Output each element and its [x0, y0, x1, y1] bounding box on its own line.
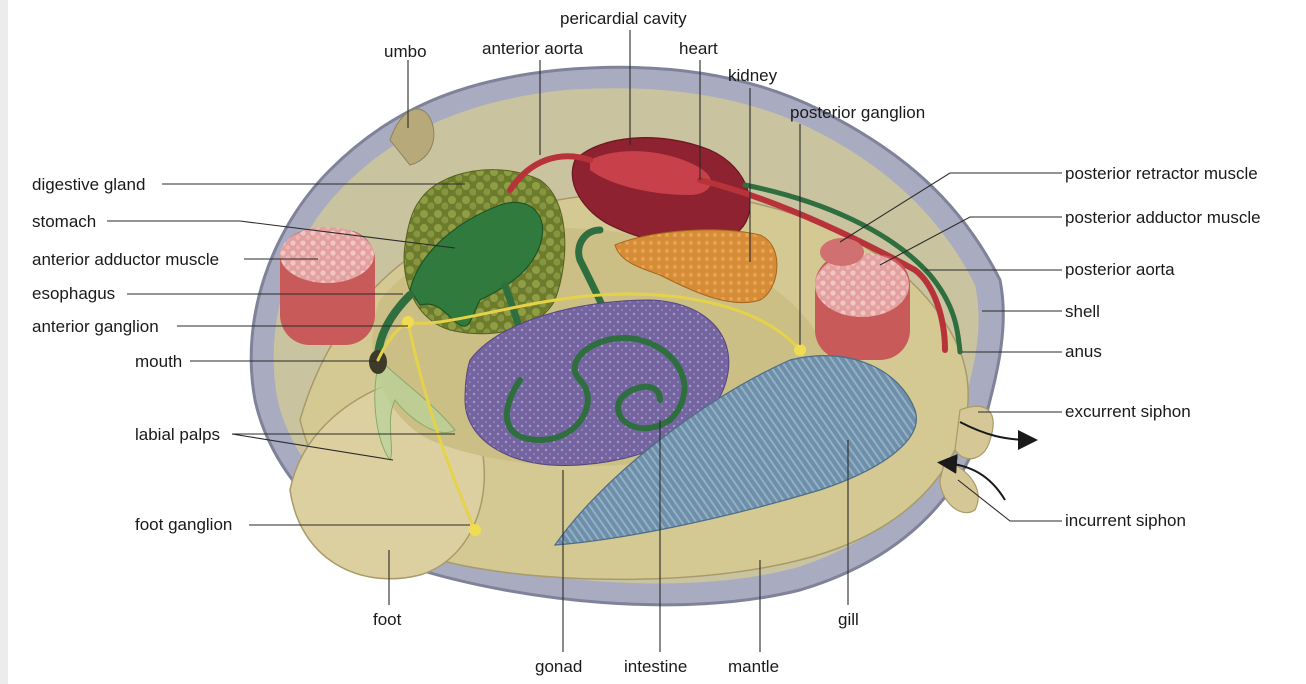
kidney-shape	[614, 229, 778, 304]
label-intestine: intestine	[624, 657, 688, 676]
label-posterior-ganglion: posterior ganglion	[790, 103, 926, 122]
gill-shape	[553, 355, 917, 546]
label-shell: shell	[1065, 302, 1100, 321]
posterior-ganglion-node	[794, 344, 806, 356]
label-heart: heart	[679, 39, 718, 58]
label-excurrent-siphon: excurrent siphon	[1065, 402, 1191, 421]
posterior-retractor-muscle-shape	[820, 238, 864, 266]
label-mouth: mouth	[135, 352, 183, 371]
label-anus: anus	[1065, 342, 1102, 361]
stomach-shape	[409, 201, 544, 327]
anterior-ganglion-node	[402, 316, 414, 328]
mouth-shape	[369, 350, 387, 374]
label-mantle: mantle	[728, 657, 780, 676]
label-posterior-adductor-muscle: posterior adductor muscle	[1065, 208, 1261, 227]
intestine-loops	[504, 335, 688, 444]
rectum-tube	[742, 182, 963, 355]
label-anterior-aorta: anterior aorta	[482, 39, 584, 58]
posterior-adductor-muscle-shape	[815, 253, 910, 360]
foot-ganglion-node	[469, 524, 481, 536]
incurrent-flow-arrow	[937, 453, 1006, 501]
anterior-aorta-vessel	[507, 153, 593, 193]
label-incurrent-siphon: incurrent siphon	[1065, 511, 1186, 530]
label-anterior-ganglion: anterior ganglion	[32, 317, 159, 336]
label-umbo: umbo	[384, 42, 427, 61]
label-digestive-gland: digestive gland	[32, 175, 146, 194]
label-esophagus: esophagus	[32, 284, 116, 303]
label-kidney: kidney	[728, 66, 778, 85]
label-foot-ganglion: foot ganglion	[135, 515, 233, 534]
label-gonad: gonad	[535, 657, 583, 676]
leader-lines	[107, 30, 1062, 652]
label-foot: foot	[373, 610, 402, 629]
umbo-shape	[389, 108, 435, 166]
label-stomach: stomach	[32, 212, 97, 231]
label-posterior-retractor-muscle: posterior retractor muscle	[1065, 164, 1258, 183]
esophagus-tube	[374, 291, 414, 359]
label-anterior-adductor-muscle: anterior adductor muscle	[32, 250, 220, 269]
label-labial-palps: labial palps	[135, 425, 221, 444]
left-edge-strip	[0, 0, 8, 684]
siphon-shapes	[939, 405, 994, 514]
label-gill: gill	[838, 610, 859, 629]
heart-shape	[590, 151, 711, 195]
label-posterior-aorta: posterior aorta	[1065, 260, 1175, 279]
anterior-adductor-muscle-shape	[280, 227, 375, 345]
label-pericardial-cavity: pericardial cavity	[560, 9, 687, 28]
excurrent-flow-arrow	[959, 421, 1038, 450]
